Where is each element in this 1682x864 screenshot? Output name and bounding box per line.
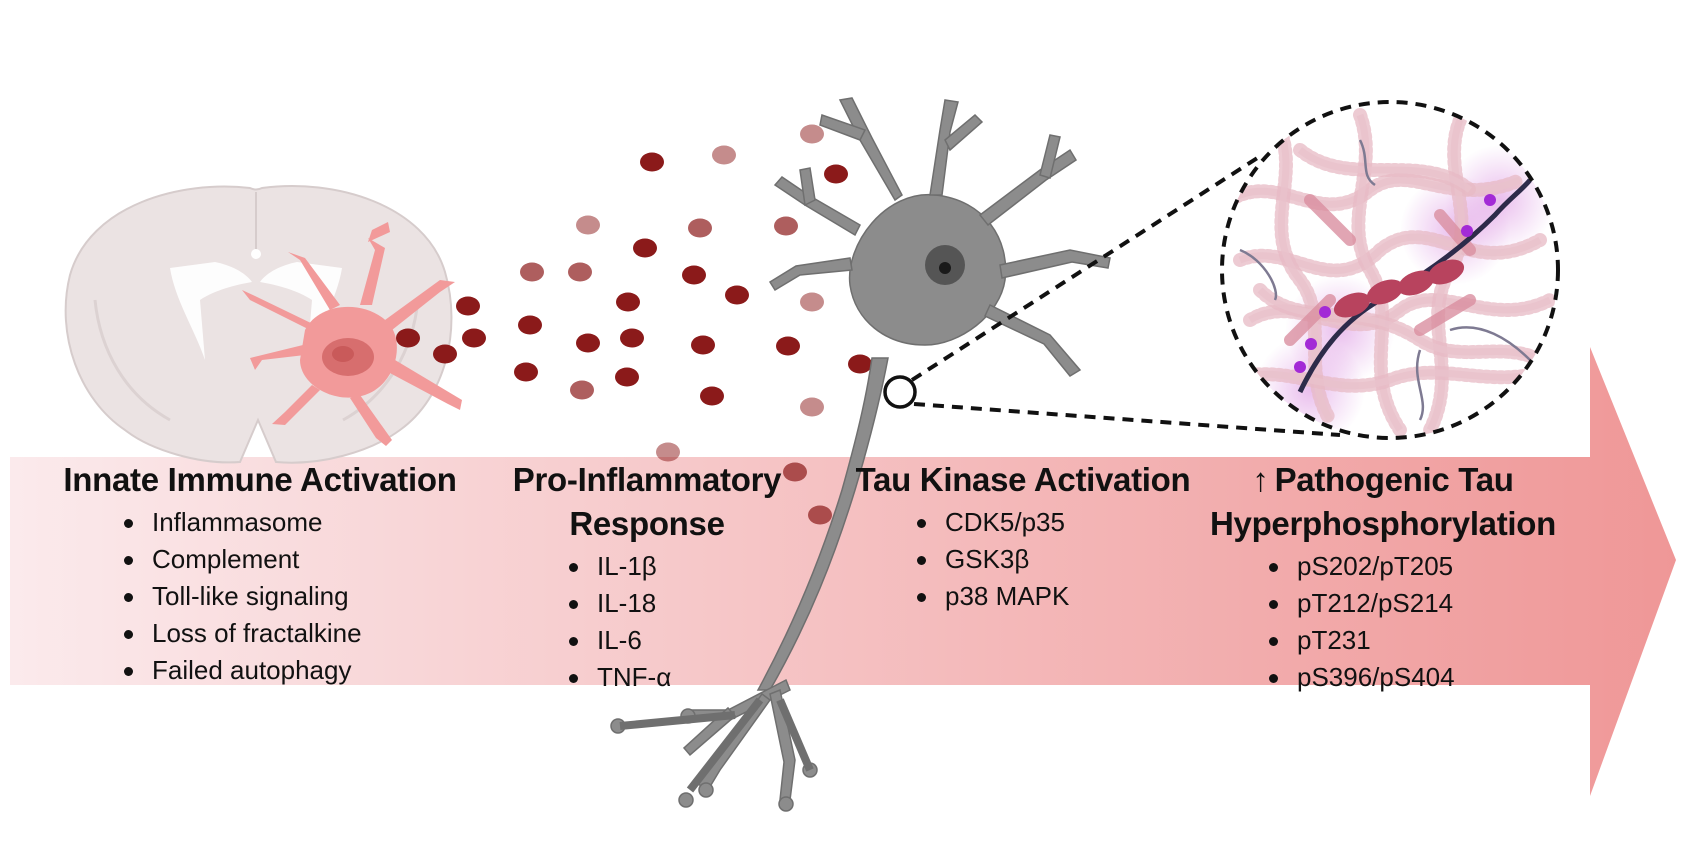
cytokine-dot <box>514 362 538 382</box>
cytokine-dot <box>570 380 594 400</box>
stage-title: Pro-Inflammatory Response <box>497 458 797 546</box>
stage-title-text: Pro-Inflammatory Response <box>512 461 782 542</box>
stage-pro-inflammatory-response: Pro-Inflammatory Response IL-1β IL-18 IL… <box>497 458 797 696</box>
cytokine-dot <box>615 367 639 387</box>
cytokine-dot <box>725 285 749 305</box>
cytokine-dot <box>620 328 644 348</box>
list-item: CDK5/p35 <box>911 504 1193 541</box>
list-item: Loss of fractalkine <box>118 615 480 652</box>
stage-item-list: pS202/pT205 pT212/pS214 pT231 pS396/pS40… <box>1263 548 1563 696</box>
stage-title-text: Pathogenic Tau Hyperphosphorylation <box>1209 461 1557 542</box>
cytokine-dot <box>824 164 848 184</box>
list-item: p38 MAPK <box>911 578 1193 615</box>
stage-title: Tau Kinase Activation <box>855 461 1191 498</box>
stage-item-list: IL-1β IL-18 IL-6 TNF-α <box>563 548 797 696</box>
list-item: pT231 <box>1263 622 1563 659</box>
list-item: Inflammasome <box>118 504 480 541</box>
cytokine-dot <box>616 292 640 312</box>
cytokine-dot <box>776 336 800 356</box>
cytokine-dot <box>682 265 706 285</box>
cytokine-dot <box>691 335 715 355</box>
cytokine-dot <box>633 238 657 258</box>
cytokine-particles <box>396 124 872 525</box>
cytokine-dot <box>800 124 824 144</box>
cytokine-dot <box>520 262 544 282</box>
cytokine-dot <box>576 333 600 353</box>
cytokine-dot <box>518 315 542 335</box>
stage-title: ↑Pathogenic Tau Hyperphosphorylation <box>1203 458 1563 546</box>
stage-item-list: Inflammasome Complement Toll-like signal… <box>118 504 480 689</box>
list-item: pT212/pS214 <box>1263 585 1563 622</box>
cytokine-dot <box>774 216 798 236</box>
list-item: Failed autophagy <box>118 652 480 689</box>
cytokine-dot <box>800 397 824 417</box>
cytokine-dot <box>800 292 824 312</box>
cytokine-dot <box>808 505 832 525</box>
list-item: IL-1β <box>563 548 797 585</box>
cytokine-dot <box>568 262 592 282</box>
cytokine-dot <box>688 218 712 238</box>
zoom-callout <box>883 153 1341 437</box>
cytokine-dot <box>640 152 664 172</box>
progression-arrow <box>10 347 1676 796</box>
list-item: IL-18 <box>563 585 797 622</box>
cytokine-dot <box>396 328 420 348</box>
neuron-icon <box>610 97 1111 812</box>
list-item: pS396/pS404 <box>1263 659 1563 696</box>
cytokine-dot <box>656 442 680 462</box>
cytokine-dot <box>712 145 736 165</box>
stage-pathogenic-tau-hyperphosphorylation: ↑Pathogenic Tau Hyperphosphorylation pS2… <box>1203 458 1563 696</box>
stage-title: Innate Immune Activation <box>63 461 457 498</box>
cytokine-dot <box>848 354 872 374</box>
stage-innate-immune-activation: Innate Immune Activation Inflammasome Co… <box>40 458 480 689</box>
list-item: TNF-α <box>563 659 797 696</box>
list-item: pS202/pT205 <box>1263 548 1563 585</box>
stage-item-list: CDK5/p35 GSK3β p38 MAPK <box>911 504 1193 615</box>
cytokine-dot <box>462 328 486 348</box>
cytokine-dot <box>433 344 457 364</box>
cytokine-dot <box>783 462 807 482</box>
cytokine-dot <box>576 215 600 235</box>
up-arrow-icon: ↑ <box>1252 461 1269 498</box>
microglia-cell-icon <box>242 222 462 446</box>
list-item: IL-6 <box>563 622 797 659</box>
list-item: Toll-like signaling <box>118 578 480 615</box>
tau-aggregate-zoom <box>1220 100 1560 440</box>
list-item: Complement <box>118 541 480 578</box>
cytokine-dot <box>700 386 724 406</box>
list-item: GSK3β <box>911 541 1193 578</box>
cytokine-dot <box>456 296 480 316</box>
stage-tau-kinase-activation: Tau Kinase Activation CDK5/p35 GSK3β p38… <box>853 458 1193 615</box>
